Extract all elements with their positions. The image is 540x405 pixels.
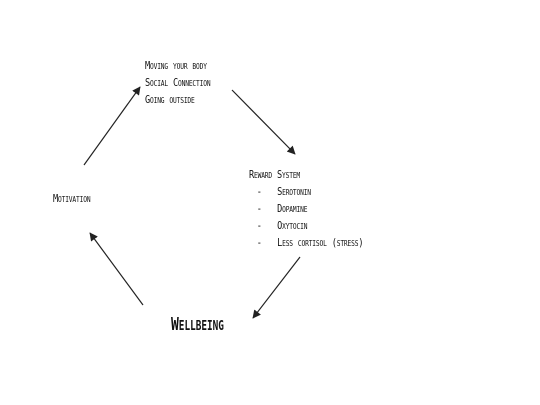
arrow-motivation-to-actions [83, 86, 141, 166]
action-social-connection: Social Connection [145, 76, 211, 89]
action-going-outside: Going outside [145, 93, 195, 106]
reward-item-label: Less cortisol (stress) [277, 236, 364, 249]
arrow-wellbeing-to-motivation [89, 232, 144, 306]
reward-item-oxytocin: - Oxytocin [249, 217, 363, 234]
wellbeing-node: Wellbeing [171, 314, 224, 335]
bullet-dash: - [256, 185, 262, 198]
reward-system-title: Reward System [249, 168, 301, 181]
reward-item-less-cortisol: - Less cortisol (stress) [249, 234, 364, 251]
reward-item-serotonin: - Serotonin [249, 183, 363, 200]
bullet-dash: - [256, 219, 262, 232]
bullet-dash: - [256, 202, 262, 215]
action-moving-your-body: Moving your body [145, 59, 207, 72]
reward-item-dopamine: - Dopamine [249, 200, 363, 217]
actions-node: Moving your body Social Connection Going… [145, 57, 211, 108]
bullet-dash: - [256, 236, 262, 249]
arrow-actions-to-reward [231, 89, 296, 155]
reward-item-label: Oxytocin [277, 219, 308, 232]
reward-system-node: Reward System - Serotonin - Dopamine - Oxyt… [249, 166, 363, 251]
reward-item-label: Dopamine [277, 202, 308, 215]
motivation-node: Motivation [53, 192, 91, 205]
reward-item-label: Serotonin [277, 185, 311, 198]
arrow-reward-to-wellbeing [252, 256, 301, 319]
